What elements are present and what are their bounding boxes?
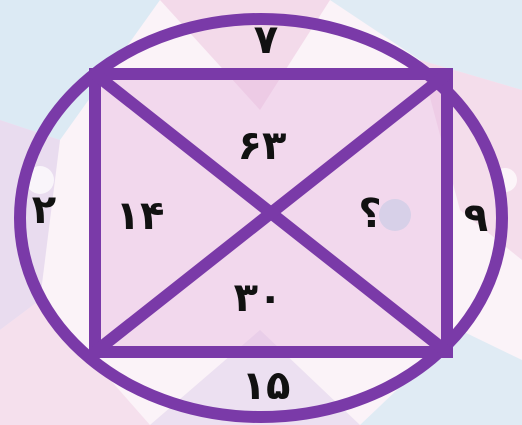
top-triangle-number: ۶۳: [238, 123, 287, 169]
bottom-triangle-number: ۳۰: [234, 275, 283, 321]
top-outer-number: ۷: [254, 17, 278, 63]
bottom-outer-number: ۱۵: [242, 363, 291, 409]
right-outer-number: ۹: [464, 195, 488, 241]
left-outer-number: ۲: [32, 187, 56, 233]
left-triangle-number: ۱۴: [116, 193, 165, 239]
right-triangle-unknown: ؟: [358, 191, 381, 237]
